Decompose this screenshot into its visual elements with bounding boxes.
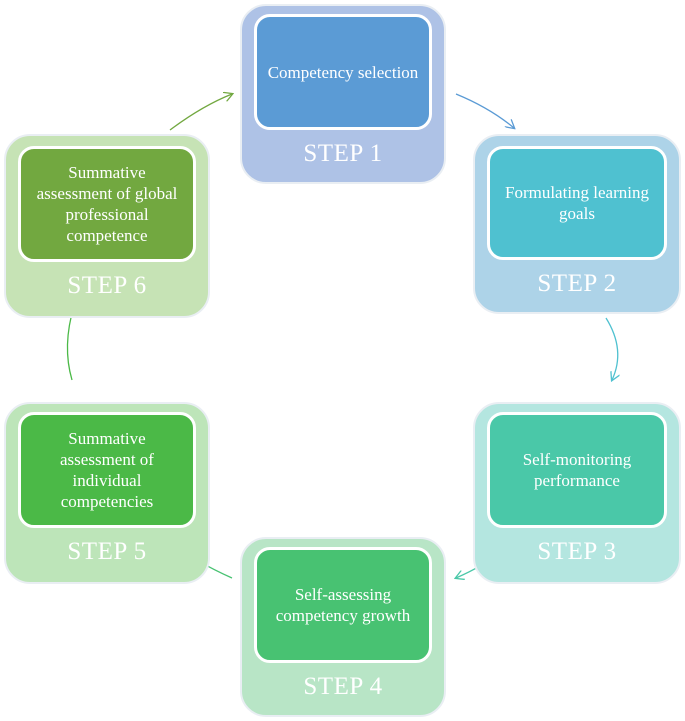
step-5-card: Summative assessment of individual compe… bbox=[4, 402, 210, 584]
step-3-box: Self-monitoring performance bbox=[487, 412, 667, 528]
step-1-box: Competency selection bbox=[254, 14, 432, 130]
step-1-label: STEP 1 bbox=[303, 140, 383, 167]
arrow-step1-to-step2 bbox=[455, 93, 514, 128]
step-6-box: Summative assessment of global professio… bbox=[18, 146, 196, 262]
step-3-text: Self-monitoring performance bbox=[522, 450, 632, 490]
step-4-box: Self-assessing competency growth bbox=[254, 547, 432, 663]
step-5-box: Summative assessment of individual compe… bbox=[18, 412, 196, 528]
step-5-label: STEP 5 bbox=[67, 538, 147, 565]
step-4-label: STEP 4 bbox=[303, 673, 383, 700]
step-4-card: Self-assessing competency growth STEP 4 bbox=[240, 537, 446, 717]
step-2-card: Formulating learning goals STEP 2 bbox=[473, 134, 681, 314]
arrow-step6-to-step1 bbox=[169, 94, 232, 131]
arrow-step2-to-step3 bbox=[605, 317, 618, 380]
step-5-text: Summative assessment of individual compe… bbox=[60, 429, 154, 511]
step-6-card: Summative assessment of global professio… bbox=[4, 134, 210, 318]
step-2-label: STEP 2 bbox=[537, 270, 617, 297]
step-6-label: STEP 6 bbox=[67, 272, 147, 299]
step-3-label: STEP 3 bbox=[537, 538, 617, 565]
step-2-text: Formulating learning goals bbox=[504, 183, 649, 223]
step-2-box: Formulating learning goals bbox=[487, 146, 667, 260]
step-1-text: Competency selection bbox=[267, 62, 419, 82]
step-6-text: Summative assessment of global professio… bbox=[36, 163, 178, 245]
step-3-card: Self-monitoring performance STEP 3 bbox=[473, 402, 681, 584]
step-1-card: Competency selection STEP 1 bbox=[240, 4, 446, 184]
step-4-text: Self-assessing competency growth bbox=[275, 585, 411, 625]
